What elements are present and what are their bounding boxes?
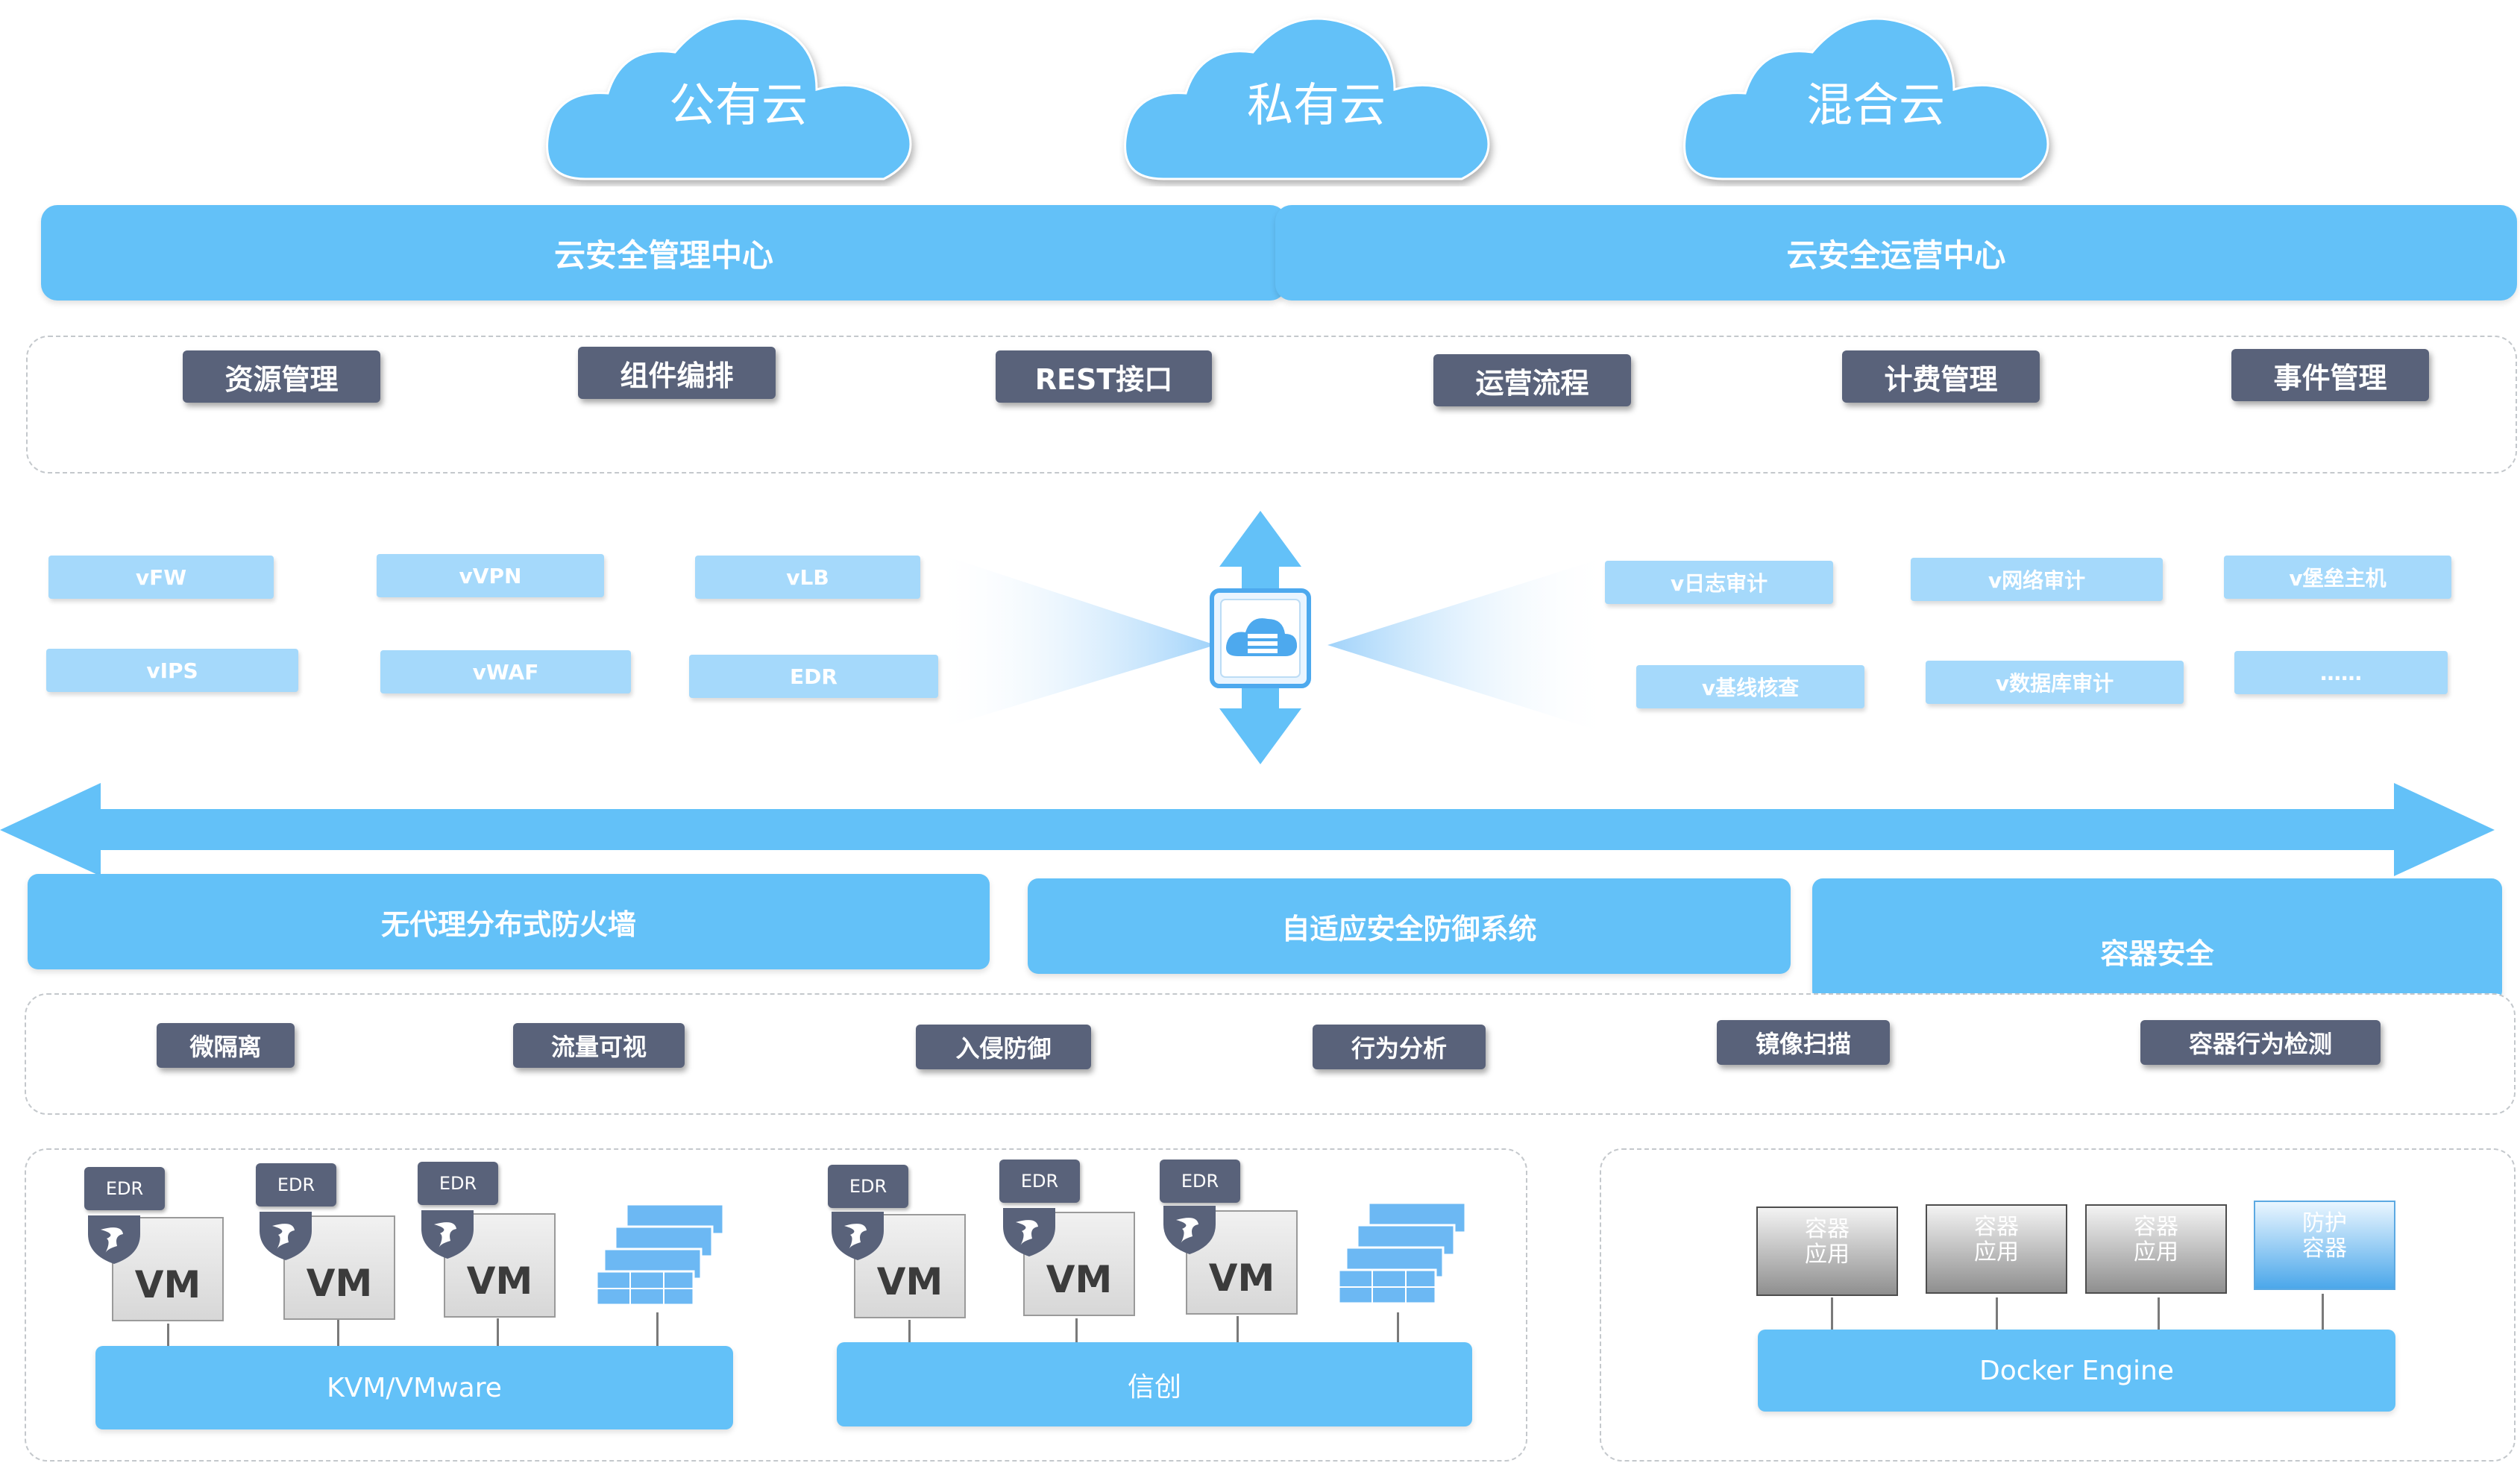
feature-container-behavior-detection: 容器行为检测 [2140, 1020, 2381, 1065]
cloud-private-label: 私有云 [1246, 78, 1386, 132]
service-vwaf: vWAF [380, 650, 631, 693]
service-edr: EDR [689, 655, 938, 698]
product-container-security: 容器安全 [1812, 878, 2502, 1001]
product-agentless-firewall: 无代理分布式防火墙 [28, 874, 990, 969]
platform-docker-engine: Docker Engine [1758, 1330, 2395, 1412]
security-operations-center: 云安全运营中心 [1275, 205, 2517, 301]
double-arrow-icon [0, 783, 2495, 876]
cloud-hybrid: 混合云 [1678, 7, 2073, 186]
edr-badge: EDR [999, 1160, 1080, 1203]
container-app-2: 容器 应用 [1926, 1204, 2067, 1294]
modules-panel [26, 336, 2517, 474]
container-app-3: 容器 应用 [2085, 1204, 2227, 1294]
service-v-network-audit: v网络审计 [1911, 558, 2163, 601]
edr-badge: EDR [828, 1165, 908, 1208]
product-adaptive-defense: 自适应安全防御系统 [1028, 878, 1791, 974]
feature-intrusion-prevention: 入侵防御 [916, 1025, 1091, 1069]
shield-icon [421, 1210, 474, 1259]
security-management-center: 云安全管理中心 [41, 205, 1286, 301]
shield-icon [260, 1212, 312, 1260]
shield-icon [832, 1212, 884, 1260]
service-more: …… [2234, 651, 2448, 694]
shield-icon [1003, 1208, 1055, 1256]
cloud-private: 私有云 [1119, 7, 1514, 186]
cloud-public-label: 公有云 [668, 78, 808, 132]
cloud-icon [1124, 17, 1490, 180]
service-v-database-audit: v数据库审计 [1926, 661, 2184, 704]
platform-kvm-vmware: KVM/VMware [95, 1346, 733, 1429]
service-v-log-audit: v日志审计 [1605, 561, 1833, 604]
fan-right [1327, 556, 1611, 734]
docker-panel [1600, 1148, 2516, 1462]
feature-image-scanning: 镜像扫描 [1717, 1020, 1890, 1065]
platform-xinchuang: 信创 [837, 1342, 1472, 1426]
service-vips: vIPS [46, 649, 298, 692]
service-vlb: vLB [695, 556, 920, 599]
cloud-public: 公有云 [541, 7, 936, 186]
service-vvpn: vVPN [377, 554, 604, 597]
module-event-management: 事件管理 [2231, 349, 2429, 401]
module-billing-management: 计费管理 [1842, 350, 2040, 403]
service-vfw: vFW [48, 556, 274, 599]
feature-micro-segmentation: 微隔离 [157, 1023, 295, 1068]
fan-left [932, 552, 1216, 731]
module-operations-process: 运营流程 [1433, 354, 1631, 406]
edr-badge: EDR [256, 1163, 336, 1207]
features-panel [25, 993, 2516, 1115]
feature-behavior-analysis: 行为分析 [1313, 1025, 1486, 1069]
edr-badge: EDR [84, 1167, 165, 1210]
cloud-icon [1683, 17, 2049, 180]
edr-badge: EDR [1160, 1160, 1240, 1203]
container-app-1: 容器 应用 [1756, 1207, 1898, 1296]
service-v-bastion-host: v堡垒主机 [2224, 556, 2451, 599]
module-rest-api: REST接口 [996, 350, 1212, 403]
edr-badge: EDR [418, 1162, 498, 1205]
shield-icon [88, 1215, 140, 1264]
service-v-baseline-check: v基线核查 [1636, 665, 1864, 708]
server-storage-icon [597, 1203, 725, 1306]
cloud-server-hub-icon [1210, 511, 1311, 764]
server-storage-icon [1339, 1201, 1467, 1305]
cloud-icon [546, 17, 912, 180]
module-component-orchestration: 组件编排 [578, 347, 776, 399]
feature-traffic-visibility: 流量可视 [513, 1023, 685, 1068]
shield-icon [1163, 1206, 1216, 1254]
module-resource-management: 资源管理 [183, 350, 380, 403]
cloud-hybrid-label: 混合云 [1806, 78, 1945, 132]
protection-container: 防护 容器 [2254, 1201, 2395, 1290]
